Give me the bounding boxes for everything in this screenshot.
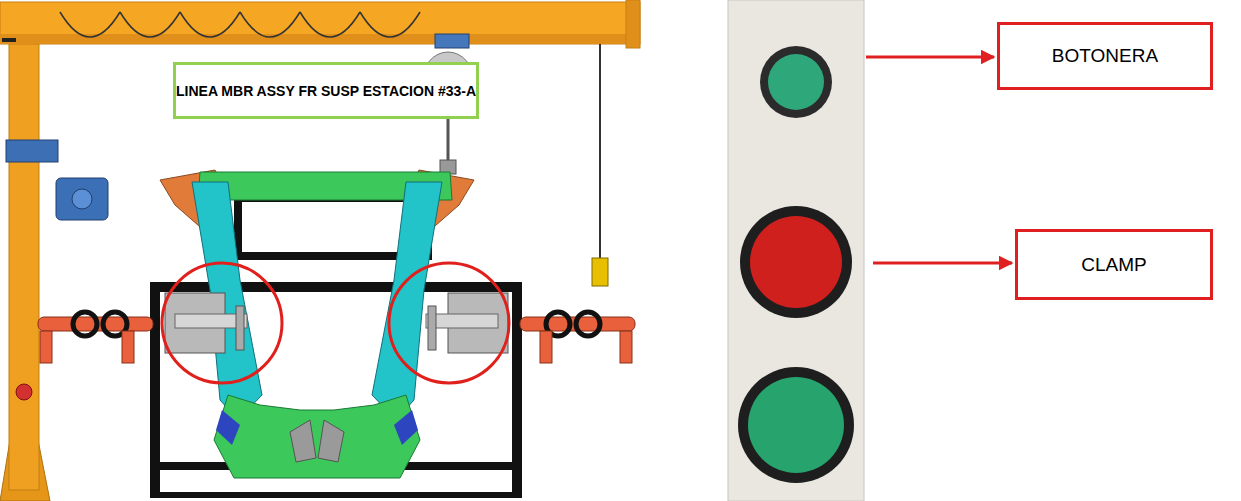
- cable-hoist: [599, 44, 601, 258]
- node-text: BOTONERA: [1052, 45, 1158, 67]
- button-panel: [760, 46, 832, 118]
- festoon-cables: [60, 12, 120, 37]
- nut-runner-tool: [620, 331, 632, 363]
- nut-runner-tool: [40, 331, 52, 363]
- nut-runner-tool: [540, 331, 552, 363]
- subframe-part: [216, 410, 240, 445]
- jib-crane: [72, 189, 92, 209]
- button-panel: [748, 377, 844, 473]
- festoon-cables: [120, 12, 180, 37]
- leader-arrow: [866, 56, 994, 59]
- node-text: LINEA MBR ASSY FR SUSP ESTACION #33-A: [176, 83, 476, 99]
- subframe-part: [318, 420, 344, 462]
- button-panel: [750, 216, 842, 308]
- clamp-unit: [165, 293, 508, 353]
- button-panel: [740, 206, 852, 318]
- subframe-part: [290, 420, 316, 462]
- nut-runner-tool: [38, 312, 635, 363]
- jib-crane: [0, 2, 640, 44]
- jib-crane: [9, 20, 39, 490]
- clamp-highlight: [389, 263, 509, 383]
- subframe-part: [394, 410, 418, 445]
- jib-crane: [56, 178, 108, 220]
- festoon-cables: [180, 12, 240, 37]
- clamp-highlight: [162, 263, 509, 383]
- jib-crane: [16, 384, 32, 400]
- jib-crane: [2, 38, 16, 42]
- nut-runner-tool: [122, 331, 134, 363]
- callout-box: BOTONERA: [997, 22, 1213, 90]
- node-text: CLAMP: [1081, 254, 1146, 276]
- nut-runner-tool: [576, 312, 600, 336]
- jib-crane: [6, 140, 58, 162]
- cable-hoist: [435, 34, 469, 48]
- cable-hoist: [592, 258, 608, 286]
- button-panel: [768, 54, 824, 110]
- festoon-cables: [300, 12, 360, 37]
- leader-arrow: [873, 262, 1012, 265]
- festoon-cables: [240, 12, 300, 37]
- subframe-part: [372, 182, 442, 420]
- button-panel: [738, 367, 854, 483]
- button-panel: [728, 0, 864, 501]
- clamp-unit: [426, 314, 498, 328]
- fixture-frame: [150, 282, 522, 292]
- jib-crane: [626, 0, 640, 48]
- clamp-unit: [236, 306, 244, 350]
- jib-crane: [0, 0, 640, 501]
- festoon-cables: [60, 12, 420, 37]
- clamp-unit: [428, 306, 436, 350]
- clamp-highlight: [162, 263, 282, 383]
- subframe-part: [214, 395, 420, 478]
- button-panel: [728, 0, 864, 501]
- festoon-cables: [360, 12, 420, 37]
- nut-runner-tool: [73, 312, 97, 336]
- fixture-frame: [150, 492, 522, 498]
- station-label: LINEA MBR ASSY FR SUSP ESTACION #33-A: [173, 62, 479, 119]
- callout-box: CLAMP: [1015, 229, 1213, 300]
- leader-arrow: [866, 57, 1012, 263]
